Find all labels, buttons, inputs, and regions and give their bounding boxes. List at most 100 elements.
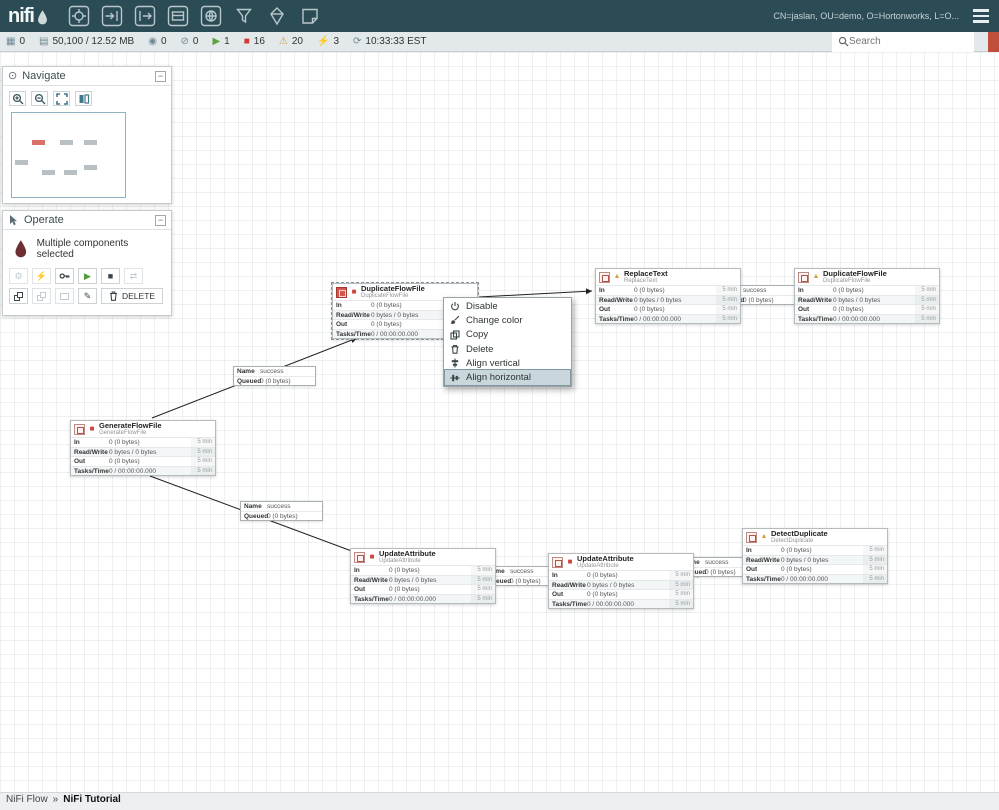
breadcrumb-root[interactable]: NiFi Flow (6, 794, 48, 805)
delete-button[interactable]: DELETE (101, 288, 163, 304)
collapse-navigate-button[interactable]: − (155, 71, 166, 82)
processor-node[interactable]: DetectDuplicate DetectDuplicate In 0 (0 … (742, 528, 888, 584)
stat-window: 5 min (471, 585, 495, 594)
toolbar-input-port[interactable] (100, 4, 124, 28)
minimap-node (32, 140, 45, 145)
status-icon (368, 553, 376, 562)
stat-label: Read/Write (743, 556, 781, 565)
lightning-icon: ⚡ (36, 272, 47, 281)
processor-icon (746, 532, 757, 543)
stopped-count: 16 (254, 36, 265, 47)
toolbar-label[interactable] (298, 4, 322, 28)
stat-label: In (795, 286, 833, 295)
enable-button[interactable]: ⚡ (32, 268, 51, 284)
access-policies-button[interactable] (55, 268, 74, 284)
menu-item-label: Align horizontal (466, 372, 531, 383)
menu-item-align-vertical[interactable]: Align vertical (445, 356, 570, 370)
running-count: 1 (224, 36, 230, 47)
paste-button[interactable] (32, 288, 51, 304)
stat-row-in: In 0 (0 bytes) 5 min (596, 285, 740, 295)
connection-label[interactable]: Name success Queued 0 (0 bytes) (233, 366, 316, 386)
copy-button[interactable] (9, 288, 28, 304)
stat-window: 5 min (471, 566, 495, 575)
toolbar-output-port[interactable] (133, 4, 157, 28)
stat-value: 0 bytes / 0 bytes (389, 576, 471, 585)
connection-label[interactable]: Name success Queued 0 (0 bytes) (240, 501, 323, 521)
group-button[interactable] (55, 288, 74, 304)
processor-icon (74, 424, 85, 435)
not-transmitting-icon: ⊘ (181, 37, 189, 47)
stat-row-tasks: Tasks/Time 0 / 00:00:00.000 5 min (71, 466, 215, 476)
zoom-in-button[interactable] (9, 91, 26, 106)
menu-item-copy[interactable]: Copy (445, 328, 570, 342)
processor-title: DuplicateFlowFile (361, 285, 425, 293)
stat-value: 0 (0 bytes) (634, 286, 716, 295)
play-icon: ▶ (84, 272, 91, 281)
connection-name-value: success (267, 502, 290, 511)
stat-value: 0 bytes / 0 bytes (371, 311, 453, 320)
processor-node[interactable]: UpdateAttribute UpdateAttribute In 0 (0 … (350, 548, 496, 604)
breadcrumb-current[interactable]: NiFi Tutorial (63, 794, 121, 805)
stat-value: 0 / 00:00:00.000 (389, 595, 471, 604)
menu-item-change-color[interactable]: Change color (445, 313, 570, 327)
processor-icon (336, 287, 347, 298)
stat-window: 5 min (863, 575, 887, 584)
zoom-actual-button[interactable] (75, 91, 92, 106)
change-color-button[interactable]: ✎ (78, 288, 97, 304)
processor-header: UpdateAttribute UpdateAttribute (549, 554, 693, 570)
collapse-operate-button[interactable]: − (155, 215, 166, 226)
hamburger-icon (973, 9, 989, 12)
orange-indicator[interactable] (988, 32, 999, 52)
minimap[interactable] (11, 112, 126, 198)
zoom-out-button[interactable] (31, 91, 48, 106)
connection-queued-value: 0 (0 bytes) (267, 512, 298, 520)
toolbar-template[interactable] (265, 4, 289, 28)
global-menu-button[interactable] (971, 7, 991, 25)
menu-item-align-horizontal[interactable]: Align horizontal (445, 370, 570, 384)
zoom-fit-button[interactable] (53, 91, 70, 106)
stat-value: 0 (0 bytes) (587, 590, 669, 599)
not-transmitting-stats: ⊘ 0 (181, 36, 199, 47)
toolbar-process-group[interactable] (166, 4, 190, 28)
context-menu: Disable Change color Copy Delete Align v… (443, 297, 572, 387)
processor-node[interactable]: GenerateFlowFile GenerateFlowFile In 0 (… (70, 420, 216, 476)
stat-value: 0 bytes / 0 bytes (634, 296, 716, 305)
stop-icon: ■ (108, 272, 113, 281)
connection-name-value: success (705, 558, 728, 567)
stat-window: 5 min (669, 590, 693, 599)
processor-header: UpdateAttribute UpdateAttribute (351, 549, 495, 565)
connection-name-value: success (510, 567, 533, 576)
connection-queued-value: 0 (0 bytes) (705, 568, 736, 576)
menu-item-disable[interactable]: Disable (445, 299, 570, 313)
processor-node[interactable]: UpdateAttribute UpdateAttribute In 0 (0 … (548, 553, 694, 609)
funnel-icon (233, 5, 255, 27)
transmitting-stats: ◉ 0 (148, 36, 166, 47)
minimap-node (15, 160, 28, 165)
menu-item-delete[interactable]: Delete (445, 342, 570, 356)
processor-type: GenerateFlowFile (99, 430, 162, 437)
toolbar-remote-process-group[interactable] (199, 4, 223, 28)
toolbar-funnel[interactable] (232, 4, 256, 28)
configure-button[interactable]: ⚙ (9, 268, 28, 284)
refresh-icon: ⟳ (353, 37, 361, 47)
stat-label: Out (71, 457, 109, 466)
processor-header: ReplaceText ReplaceText (596, 269, 740, 285)
start-button[interactable]: ▶ (78, 268, 97, 284)
search-input[interactable] (849, 36, 959, 47)
navigate-panel: ⊙ Navigate − (2, 66, 172, 204)
stop-button[interactable]: ■ (101, 268, 120, 284)
template-button[interactable]: ⇄ (124, 268, 143, 284)
processor-title: DuplicateFlowFile (823, 270, 887, 278)
stat-window: 5 min (669, 581, 693, 590)
stat-row-tasks: Tasks/Time 0 / 00:00:00.000 5 min (743, 574, 887, 584)
stat-row-out: Out 0 (0 bytes) 5 min (743, 564, 887, 574)
breadcrumb-separator: » (53, 794, 59, 805)
toolbar-processor[interactable] (67, 4, 91, 28)
disabled-count: 3 (333, 36, 339, 47)
stat-row-in: In 0 (0 bytes) 5 min (743, 545, 887, 555)
menu-item-label: Disable (466, 301, 498, 312)
processor-node[interactable]: ReplaceText ReplaceText In 0 (0 bytes) 5… (595, 268, 741, 324)
stat-row-tasks: Tasks/Time 0 / 00:00:00.000 5 min (351, 594, 495, 604)
last-refresh[interactable]: ⟳ 10:33:33 EST (353, 36, 427, 47)
processor-node[interactable]: DuplicateFlowFile DuplicateFlowFile In 0… (794, 268, 940, 324)
